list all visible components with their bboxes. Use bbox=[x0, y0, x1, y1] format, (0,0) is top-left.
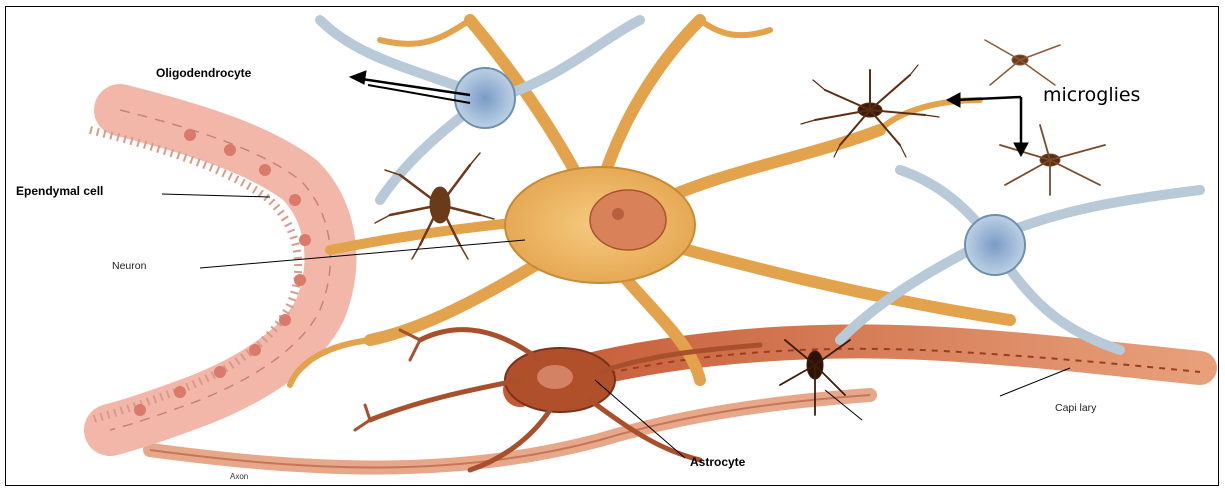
oligodendrocyte-cell-2 bbox=[840, 170, 1200, 350]
microglia-cell-2 bbox=[1000, 125, 1105, 195]
label-capillary: Capi lary bbox=[1055, 402, 1096, 414]
label-neuron: Neuron bbox=[112, 260, 146, 272]
microglia-cell-3 bbox=[985, 40, 1060, 85]
label-astrocyte: Astrocyte bbox=[690, 455, 745, 469]
label-ependymal-cell: Ependymal cell bbox=[16, 184, 103, 198]
label-oligodendrocyte: Oligodendrocyte bbox=[156, 66, 251, 80]
label-microglies: microglies bbox=[1043, 84, 1140, 106]
axon-fiber bbox=[150, 395, 870, 468]
label-axon: Axon bbox=[230, 472, 248, 481]
